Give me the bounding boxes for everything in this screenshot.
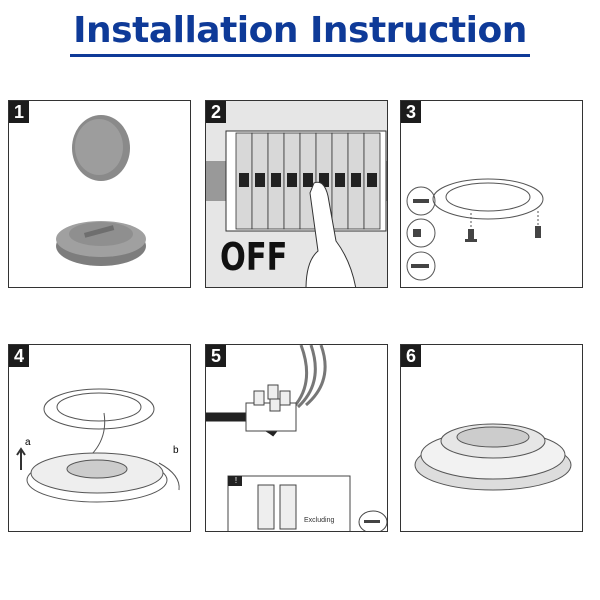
step-3-panel: 3 [400, 100, 583, 288]
installed-fixture-illustration [414, 423, 572, 491]
light-fixture-parts-illustration [56, 115, 146, 266]
arrow-b-label: b [173, 445, 179, 456]
title-underline [70, 54, 530, 57]
step-2-panel: 2 OFF [205, 100, 388, 288]
circuit-breaker-illustration [206, 130, 387, 287]
step-4-panel: 4 a b [8, 344, 191, 532]
step-number: 3 [401, 101, 421, 123]
step-number: 4 [9, 345, 29, 367]
step-number: 1 [9, 101, 29, 123]
step-number: 6 [401, 345, 421, 367]
wire-connector-illustration [206, 345, 387, 531]
step-number: 2 [206, 101, 226, 123]
step-number: 5 [206, 345, 226, 367]
connect-fixture-illustration [16, 388, 180, 503]
step-5-panel: 5 ! Excluding [205, 344, 388, 532]
excluding-label: Excluding [304, 517, 335, 524]
inset-number: ! [234, 476, 238, 485]
page-title: Installation Instruction [73, 10, 527, 51]
step-1-panel: 1 [8, 100, 191, 288]
arrow-a-label: a [25, 437, 31, 448]
mounting-plate-screws-illustration [406, 178, 544, 281]
off-label: OFF [220, 235, 288, 279]
step-6-panel: 6 [400, 344, 583, 532]
